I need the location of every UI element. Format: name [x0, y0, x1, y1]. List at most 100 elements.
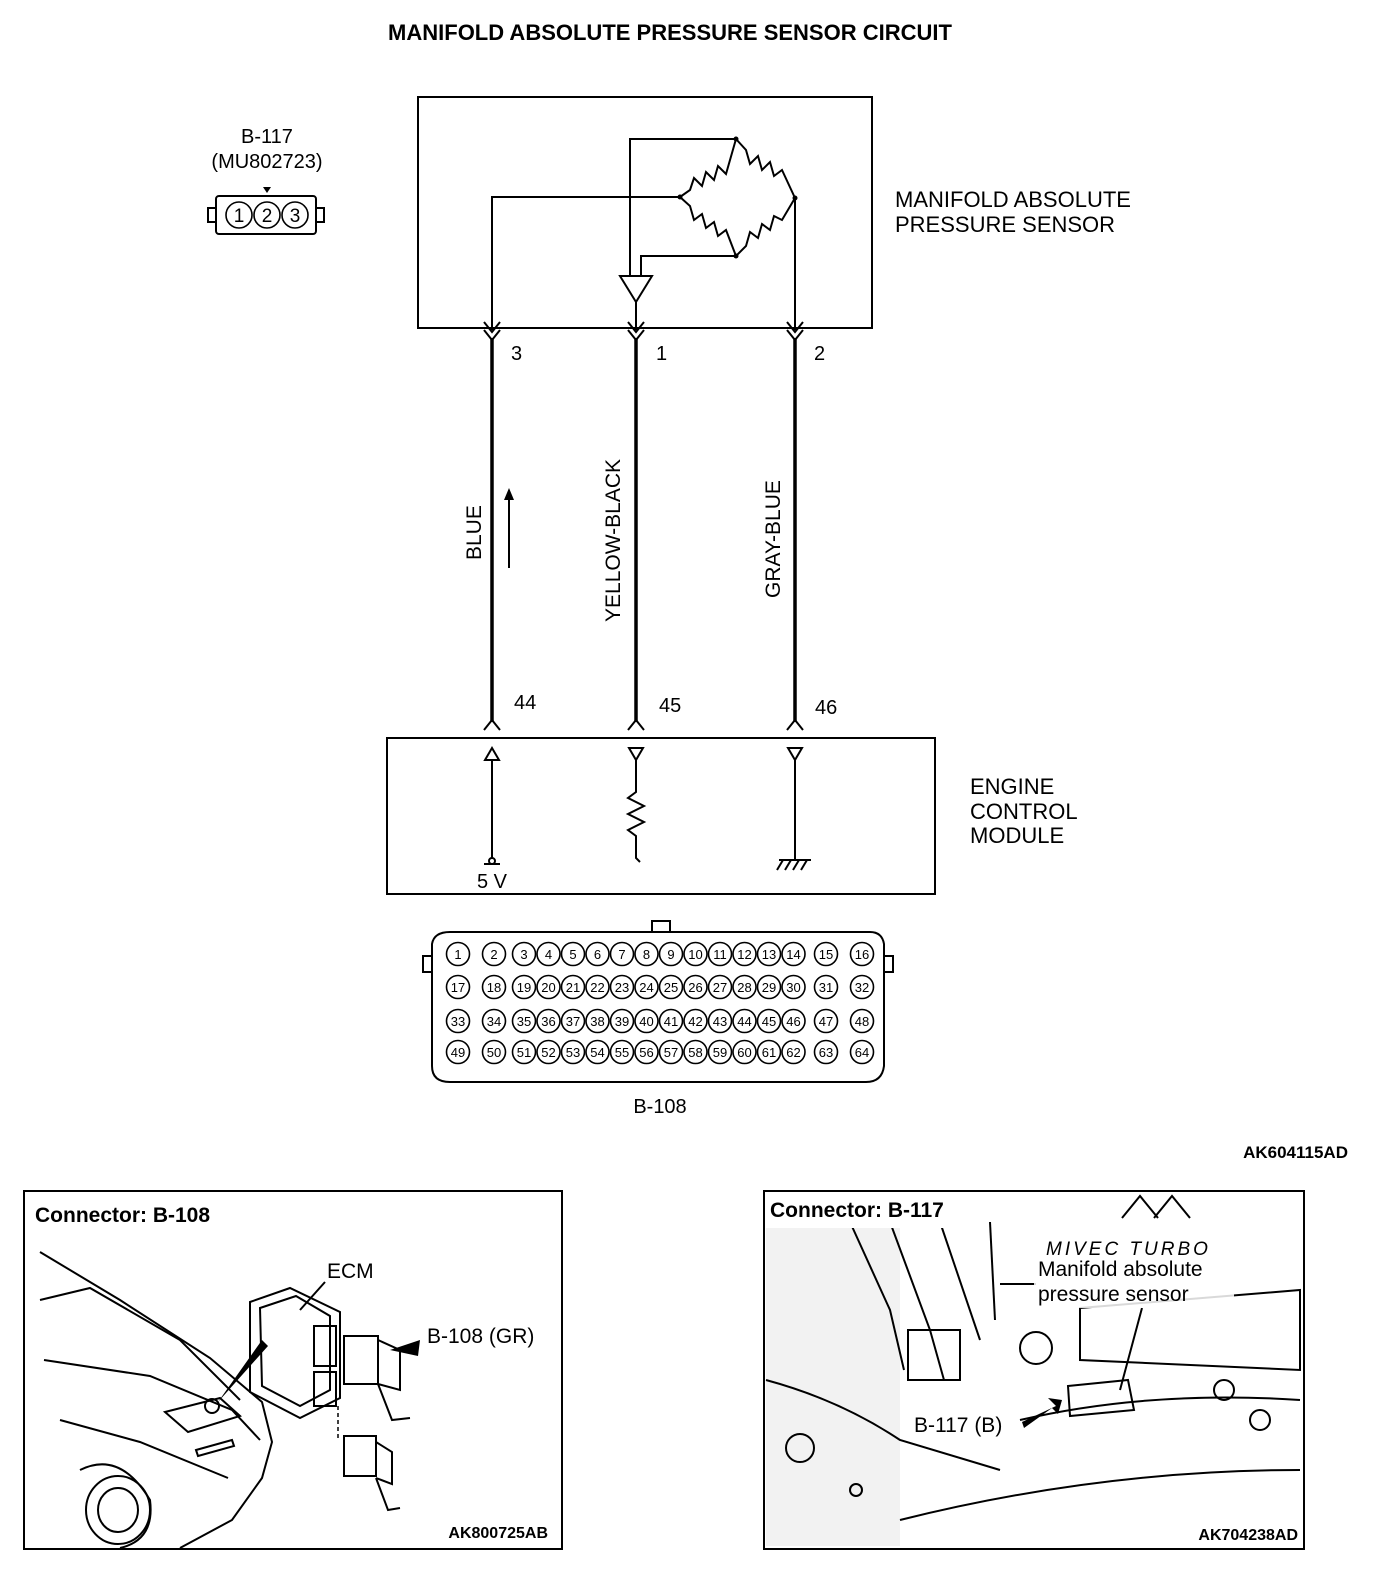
ecm-pin [560, 941, 586, 967]
ecm-pin-number: 43 [713, 1014, 727, 1029]
ecm-pin-number: 36 [541, 1014, 555, 1029]
ecm-pin [658, 1039, 684, 1065]
ecm-pin [609, 1039, 635, 1065]
ecm-pin-number: 12 [737, 947, 751, 962]
ecm-pin-number: 28 [737, 980, 751, 995]
ecm-pin [536, 1008, 561, 1034]
ecm-pin [536, 1039, 561, 1065]
sensor-connector-pin: 1 [234, 206, 245, 227]
ecm-pin [481, 1039, 507, 1065]
signal-direction-arrow [504, 488, 514, 568]
ecm-pin [634, 941, 659, 967]
ecm-pin [585, 1039, 610, 1065]
ecm-pin-number: 53 [566, 1045, 580, 1060]
ecm-pin-number: 18 [487, 980, 501, 995]
panel-left-connector-label: B-108 (GR) [427, 1325, 534, 1348]
ecm-pin [585, 1008, 610, 1034]
sensor-label-line1: MANIFOLD ABSOLUTE [895, 187, 1131, 212]
ecm-pin [560, 974, 586, 1000]
ecm-pin [683, 1039, 708, 1065]
ecm-pin [781, 974, 806, 1000]
ecm-pin-number: 5 [569, 947, 576, 962]
ecm-pin-label: 46 [815, 697, 837, 719]
ecm-label-line3: MODULE [970, 823, 1064, 848]
ecm-pin [756, 941, 782, 967]
ecm-pin-number: 50 [487, 1045, 501, 1060]
ecm-pin [634, 1008, 659, 1034]
ecm-pin-number: 38 [590, 1014, 604, 1029]
ecm-pin-number: 26 [688, 980, 702, 995]
panel-right-code: AK704238AD [1198, 1527, 1298, 1544]
panel-left-code: AK800725AB [448, 1525, 548, 1542]
ecm-pin [658, 974, 684, 1000]
ecm-pin-number: 23 [615, 980, 629, 995]
ecm-connector-id: B-108 [633, 1096, 686, 1118]
ecm-pin [585, 941, 610, 967]
ecm-pin-number: 32 [855, 980, 869, 995]
ecm-pin-number: 14 [786, 947, 800, 962]
ecm-pin [781, 1039, 806, 1065]
ecm-pin-number: 29 [762, 980, 776, 995]
ecm-pin-number: 55 [615, 1045, 629, 1060]
ecm-pin-number: 56 [639, 1045, 653, 1060]
ecm-pin [445, 974, 471, 1000]
ecm-pin [481, 974, 507, 1000]
ecm-pin-label: 45 [659, 695, 681, 717]
ecm-pin [756, 974, 782, 1000]
ecm-pin [609, 1008, 635, 1034]
sensor-connector-face: 1 2 3 [207, 187, 325, 235]
ecm-illustration [249, 1281, 420, 1512]
ecm-pin [849, 1008, 875, 1034]
ecm-pin [756, 1039, 782, 1065]
ecm-terminals [483, 718, 804, 731]
ecm-label-line2: CONTROL [970, 799, 1078, 824]
ecm-pin [536, 974, 561, 1000]
ecm-pin-number: 42 [688, 1014, 702, 1029]
ecm-pin [849, 974, 875, 1000]
ecm-pin-number: 45 [762, 1014, 776, 1029]
ecm-pin [658, 941, 684, 967]
ecm-pin [445, 941, 471, 967]
ecm-pin-number: 49 [451, 1045, 465, 1060]
ecm-pin [732, 941, 757, 967]
sensor-connector-pin: 2 [262, 206, 273, 227]
ecm-pin [849, 941, 875, 967]
ecm-pin [585, 974, 610, 1000]
sensor-connector-pin: 3 [290, 206, 301, 227]
ecm-pin [609, 974, 635, 1000]
bridge-circuit [491, 136, 798, 330]
ecm-pin-number: 39 [615, 1014, 629, 1029]
sensor-connector-part-no: (MU802723) [211, 151, 322, 173]
ecm-pin-number: 58 [688, 1045, 702, 1060]
ecm-pin-number: 10 [688, 947, 702, 962]
ecm-pin-number: 3 [520, 947, 527, 962]
ecm-pin [732, 974, 757, 1000]
ecm-internal-circuit [483, 746, 811, 871]
ecm-pin-number: 25 [664, 980, 678, 995]
ecm-pin [658, 1008, 684, 1034]
sensor-terminals [483, 321, 804, 342]
sensor-label-line2: PRESSURE SENSOR [895, 212, 1115, 237]
ecm-pin-number: 51 [517, 1045, 531, 1060]
diagram-code: AK604115AD [1243, 1143, 1348, 1162]
ecm-pin-number: 61 [762, 1045, 776, 1060]
ecm-pin [813, 941, 839, 967]
ecm-pin-number: 52 [541, 1045, 555, 1060]
ecm-pin-number: 63 [819, 1045, 833, 1060]
ecm-pin [756, 1008, 782, 1034]
ecm-pin-number: 41 [664, 1014, 678, 1029]
ecm-box [386, 737, 936, 895]
ecm-pin-label: 44 [514, 692, 536, 714]
ecm-pin-number: 17 [451, 980, 465, 995]
ecm-pin-number: 22 [590, 980, 604, 995]
sensor-pin-label: 3 [511, 343, 522, 365]
ecm-pin [707, 1039, 733, 1065]
ecm-pin-number: 59 [713, 1045, 727, 1060]
ecm-pin [683, 974, 708, 1000]
panel-connector-b108: Connector: B-108 [23, 1190, 563, 1550]
ecm-pin-number: 7 [618, 947, 625, 962]
panel-left-ecm-label: ECM [327, 1260, 374, 1283]
ecm-pin [707, 941, 733, 967]
panel-right-logo: MIVEC TURBO [1046, 1239, 1211, 1260]
ecm-pin-number: 34 [487, 1014, 501, 1029]
